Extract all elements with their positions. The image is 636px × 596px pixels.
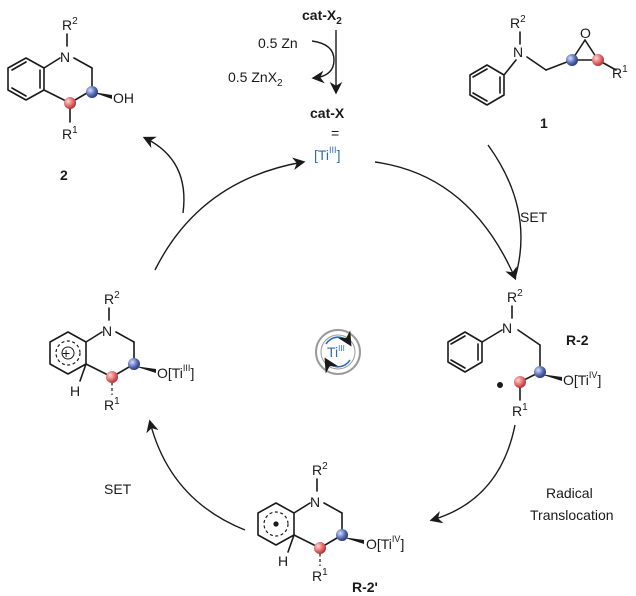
- blue-carbon-marker: [566, 54, 578, 66]
- arrow-regenerate-catalyst: [154, 157, 306, 271]
- r2-n: N: [502, 320, 512, 336]
- r2-r2: R2: [507, 288, 523, 305]
- red-carbon-marker: [314, 542, 326, 554]
- substrate-epoxide-o: O: [580, 25, 591, 41]
- step-translocation-line2: Translocation: [530, 507, 614, 523]
- step-translocation-line1: Radical: [546, 485, 593, 501]
- step-set-right: SET: [520, 209, 548, 225]
- red-carbon-marker: [64, 97, 76, 109]
- product-id: 2: [60, 167, 68, 183]
- r2p-id: R-2': [352, 579, 378, 595]
- r2p-n: N: [310, 494, 320, 510]
- zn-reagent-label: 0.5 Zn: [258, 35, 298, 51]
- product-2: N R2 OH R1 2: [7, 16, 134, 183]
- substrate-n: N: [513, 44, 523, 60]
- red-carbon-marker: [106, 371, 118, 383]
- znx2-byproduct-label: 0.5 ZnX2: [228, 69, 283, 89]
- arrow-substrate-merge: [487, 144, 522, 279]
- radical-dot: [273, 521, 279, 527]
- r2-oti: O[TiIV]: [563, 370, 601, 388]
- r2-r1: R1: [512, 402, 528, 419]
- cation-n: N: [102, 323, 112, 339]
- arrow-set-oxidation: [146, 419, 246, 531]
- intermediate-cation: + N R2 H O[TiIII] R1: [49, 290, 194, 413]
- ti-iii-label: [TiIII]: [314, 145, 340, 163]
- ti-catalyst-cycle-icon: TiIII: [315, 329, 361, 375]
- cat-x2-label: cat-X2: [302, 7, 342, 27]
- substrate-id: 1: [540, 115, 548, 131]
- substrate-1: N R2 O R1 1: [469, 14, 628, 131]
- r2p-r2: R2: [312, 461, 328, 478]
- blue-carbon-marker: [534, 366, 546, 378]
- product-r2: R2: [62, 16, 78, 33]
- arrow-cat-to-r2: [374, 161, 517, 281]
- product-oh: OH: [113, 90, 134, 106]
- r2p-h: H: [278, 553, 288, 569]
- substrate-r1: R1: [612, 64, 628, 81]
- catalyst-activation: cat-X2 0.5 Zn 0.5 ZnX2 cat-X = [TiIII]: [228, 7, 345, 163]
- cation-h: H: [70, 383, 80, 399]
- blue-carbon-marker: [86, 86, 98, 98]
- cat-x-label: cat-X: [310, 105, 345, 121]
- center-ti-label: TiIII: [327, 344, 345, 360]
- cation-charge: +: [62, 345, 70, 361]
- r2p-r1: R1: [312, 567, 328, 584]
- substrate-r2: R2: [510, 14, 526, 31]
- r2p-oti: O[TiIV]: [366, 534, 404, 552]
- intermediate-r2: N R2 O[TiIV] R1 R-2: [447, 288, 601, 419]
- zn-curved-arrow: [311, 40, 335, 84]
- product-n: N: [60, 49, 70, 65]
- equals-sign: =: [331, 125, 339, 141]
- red-carbon-marker: [592, 54, 604, 66]
- cation-r1: R1: [104, 396, 120, 413]
- intermediate-r2-prime: N R2 H O[TiIV] R1 R-2': [257, 461, 404, 595]
- blue-carbon-marker: [128, 358, 140, 370]
- cation-oti: O[TiIII]: [157, 363, 194, 381]
- blue-carbon-marker: [336, 529, 348, 541]
- step-set-left: SET: [104, 481, 132, 497]
- radical-dot: [497, 382, 503, 388]
- arrow-product-release: [142, 136, 185, 214]
- cation-r2: R2: [104, 290, 120, 307]
- product-r1: R1: [62, 125, 78, 142]
- red-carbon-marker: [514, 376, 526, 388]
- arrow-radical-translocation: [429, 424, 516, 524]
- r2-id: R-2: [566, 332, 589, 348]
